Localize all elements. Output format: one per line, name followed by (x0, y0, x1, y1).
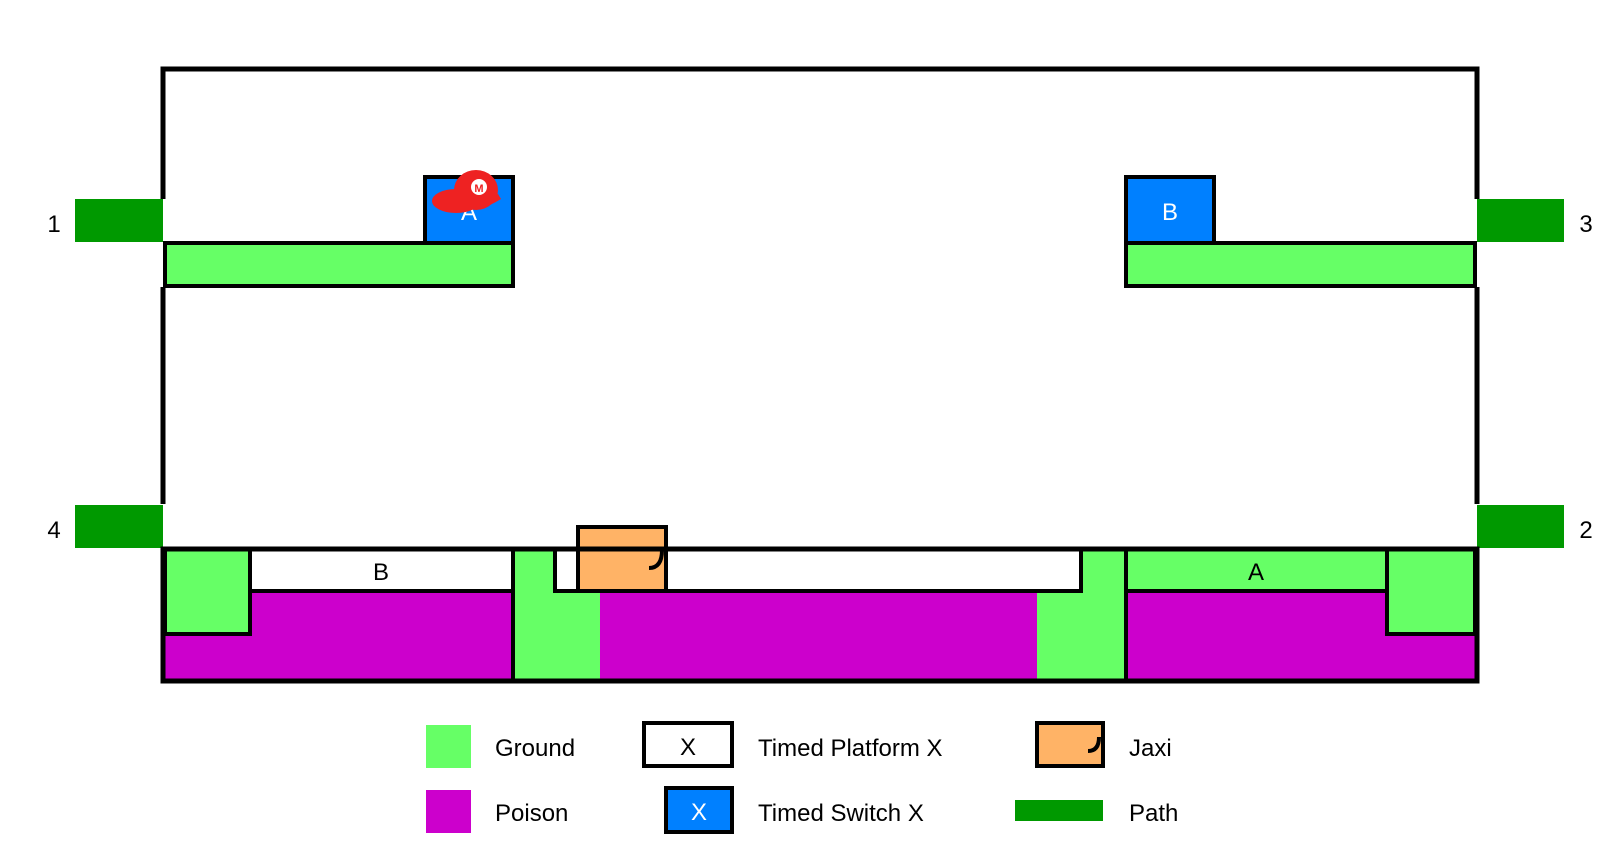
ground-ledge-left (163, 241, 515, 288)
path-exit-1[interactable] (75, 199, 163, 242)
legend-timed-platform-symbol: X (680, 734, 696, 761)
legend-path-label: Path (1129, 800, 1178, 827)
legend-ground-swatch (426, 725, 471, 768)
legend-timed-switch-label: Timed Switch X (758, 800, 924, 827)
legend: Ground Poison X Timed Platform X X Timed… (426, 721, 1178, 834)
platform-a-label: A (1248, 559, 1264, 586)
path-exit-3[interactable] (1477, 199, 1564, 242)
legend-ground-label: Ground (495, 735, 575, 762)
cap-letter: M (474, 183, 483, 195)
path-exit-2[interactable] (1477, 505, 1564, 548)
legend-jaxi-label: Jaxi (1129, 735, 1172, 762)
exit-label-4: 4 (47, 517, 60, 544)
legend-poison-label: Poison (495, 800, 568, 827)
path-exit-4[interactable] (75, 505, 163, 548)
ground-block-right (1385, 547, 1477, 636)
room-outline (160, 66, 1480, 504)
ground-ledge-right (1124, 241, 1477, 288)
exit-label-1: 1 (47, 211, 60, 238)
ground-block-left (163, 547, 252, 636)
switch-b-label: B (1162, 199, 1178, 226)
legend-poison-swatch (426, 790, 471, 833)
platform-b-label: B (373, 559, 389, 586)
ground-pillar-center-left (513, 549, 600, 679)
room-bottom-outline (160, 546, 1480, 684)
mario-cap-icon: M (432, 170, 501, 213)
exit-label-2: 2 (1579, 517, 1592, 544)
legend-jaxi-seat (1087, 736, 1101, 753)
legend-timed-switch-symbol: X (691, 799, 707, 826)
legend-path-swatch (1015, 800, 1103, 821)
ground-pillar-center-right (1037, 549, 1126, 679)
legend-jaxi-swatch (1035, 721, 1105, 768)
legend-timed-platform-swatch (642, 721, 734, 768)
timed-platform-b: B (248, 547, 515, 593)
legend-timed-platform-label: Timed Platform X (758, 735, 943, 762)
timed-platform-a: A (1124, 547, 1389, 593)
exit-label-3: 3 (1579, 211, 1592, 238)
legend-timed-switch-swatch (664, 786, 734, 834)
poison-pool-center (600, 591, 1037, 679)
jaxi[interactable] (576, 525, 668, 593)
timed-switch-b[interactable]: B (1124, 175, 1216, 245)
